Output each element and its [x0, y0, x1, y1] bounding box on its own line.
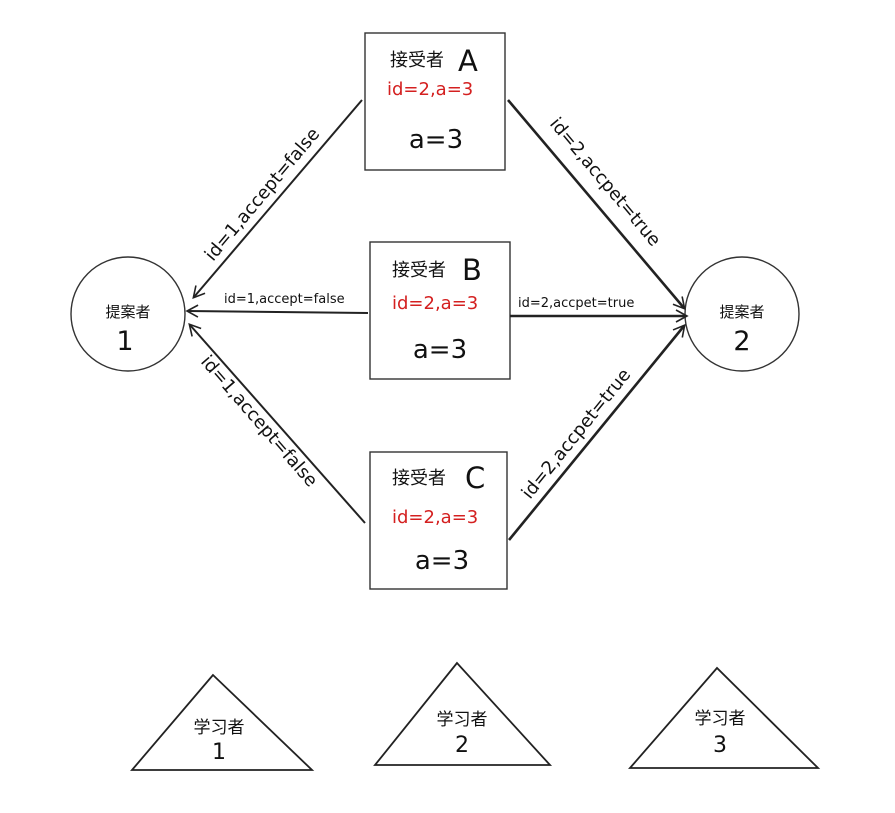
acceptor-a-box: [364, 32, 506, 171]
msg-a-to-proposer-1: id=1,accept=false: [201, 124, 324, 265]
acceptor-b-value: a=3: [413, 335, 467, 365]
acceptor-a-value: a=3: [409, 125, 463, 155]
acceptor-a-letter: A: [458, 44, 478, 78]
acceptor-c-role: 接受者: [392, 468, 446, 489]
acceptor-b: 接受者 B id=2,a=3 a=3: [369, 241, 511, 380]
acceptor-c: 接受者 C id=2,a=3 a=3: [369, 451, 508, 590]
acceptor-b-received: id=2,a=3: [392, 293, 478, 314]
arrow-a-to-proposer-2: [507, 99, 686, 311]
learner-3-triangle: [628, 666, 821, 769]
acceptor-b-letter: B: [462, 253, 482, 287]
arrow-c-to-proposer-2: [507, 323, 686, 541]
msg-b-to-proposer-2: id=2,accpet=true: [518, 296, 634, 311]
msg-c-to-proposer-2: id=2,accpet=true: [518, 365, 636, 503]
proposer-2-role: 提案者: [719, 303, 764, 321]
acceptor-a: 接受者 A id=2,a=3 a=3: [364, 32, 506, 171]
learner-1: 学习者 1: [130, 673, 315, 771]
learner-2-number: 2: [455, 733, 469, 758]
learner-3: 学习者 3: [628, 666, 821, 769]
proposer-1-role: 提案者: [105, 303, 150, 321]
learner-3-role: 学习者: [695, 709, 746, 729]
acceptor-c-received: id=2,a=3: [392, 507, 478, 528]
acceptor-c-box: [369, 451, 508, 590]
learner-3-number: 3: [713, 733, 727, 758]
msg-a-to-proposer-2: id=2,accpet=true: [545, 114, 665, 251]
proposer-2: 提案者 2: [684, 256, 800, 372]
acceptor-c-letter: C: [465, 461, 485, 495]
learner-1-number: 1: [212, 740, 226, 765]
msg-b-to-proposer-1: id=1,accept=false: [224, 292, 345, 307]
arrow-b-to-proposer-1: [185, 304, 369, 318]
acceptor-b-role: 接受者: [392, 260, 446, 281]
proposer-2-number: 2: [733, 326, 750, 357]
learner-1-role: 学习者: [194, 718, 245, 738]
learner-2-role: 学习者: [437, 710, 488, 730]
msg-c-to-proposer-1: id=1,accept=false: [196, 352, 321, 492]
acceptor-a-role: 接受者: [390, 50, 444, 71]
acceptor-b-box: [369, 241, 511, 380]
acceptor-c-value: a=3: [415, 546, 469, 576]
arrow-c-to-proposer-1: [188, 322, 366, 524]
learner-1-triangle: [130, 673, 315, 771]
proposer-1-circle: [70, 256, 186, 372]
acceptor-a-received: id=2,a=3: [387, 79, 473, 100]
arrow-a-to-proposer-1: [192, 99, 363, 300]
learner-2-triangle: [373, 661, 553, 766]
proposer-1-number: 1: [116, 326, 133, 357]
proposer-1: 提案者 1: [70, 256, 186, 372]
learner-2: 学习者 2: [373, 661, 553, 766]
